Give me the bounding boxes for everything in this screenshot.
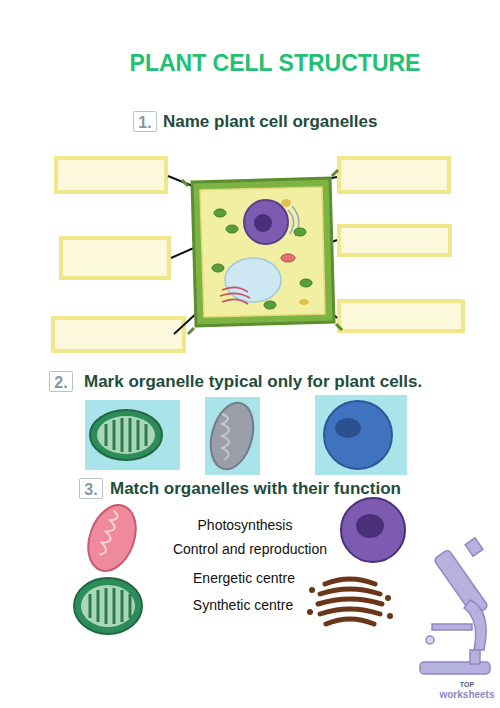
section-number: 3. — [84, 481, 97, 498]
microscope — [420, 538, 490, 674]
function-text: Energetic centre — [193, 570, 295, 587]
section-heading: Mark organelle typical only for plant ce… — [84, 372, 422, 392]
number-box: 2. — [49, 371, 73, 392]
function-text: Control and reproduction — [173, 541, 327, 558]
number-box: 1. — [133, 111, 157, 132]
section-number: 2. — [54, 374, 67, 391]
answer-boxes — [53, 158, 463, 351]
function-text: Synthetic centre — [193, 597, 293, 614]
plant-cell — [182, 170, 342, 334]
choice-pictures — [85, 395, 407, 475]
thylakoids — [90, 588, 130, 624]
match-pictures — [74, 498, 405, 634]
thylakoids — [106, 418, 146, 452]
function-text: Photosynthesis — [198, 517, 293, 534]
title: PLANT CELL STRUCTURE — [50, 50, 500, 77]
section-number: 1. — [138, 114, 151, 131]
section-heading: Name plant cell organelles — [163, 112, 377, 132]
leader-lines — [168, 176, 337, 334]
section-heading: Match organelles with their function — [110, 479, 401, 499]
golgi — [318, 579, 382, 624]
number-box: 3. — [79, 478, 103, 499]
watermark: worksheets — [438, 689, 495, 701]
